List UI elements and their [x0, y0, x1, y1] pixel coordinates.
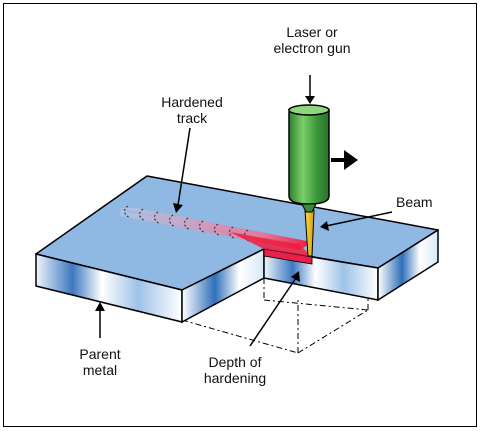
leader-arrowheads [95, 96, 329, 311]
laser-gun [288, 104, 330, 213]
label-gun: Laser or electron gun [273, 24, 351, 56]
hardened-depth-gradient [230, 232, 312, 257]
beam-leader [325, 211, 393, 227]
track-ripples [124, 205, 251, 243]
removed-section-outline [181, 278, 369, 354]
track-leader [177, 127, 191, 206]
label-depth: Depth of hardening [203, 354, 267, 386]
label-track: Hardened track [161, 94, 223, 126]
label-beam: Beam [396, 194, 433, 210]
label-parent: Parent metal [79, 346, 121, 378]
leader-lines [99, 75, 393, 347]
plate-end-face [377, 228, 439, 302]
arrow-right-icon [331, 150, 358, 170]
depth-leader [249, 277, 297, 347]
